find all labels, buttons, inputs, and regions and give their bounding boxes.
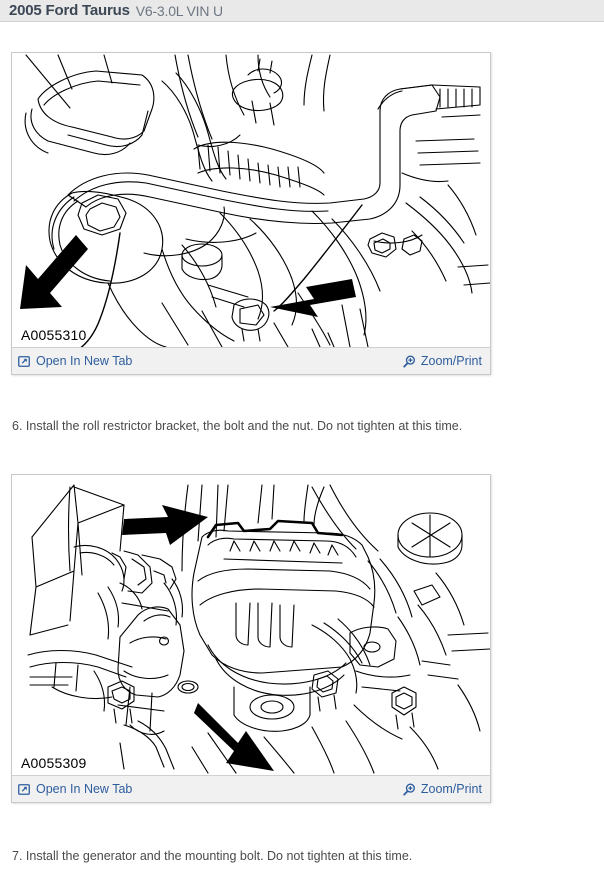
open-in-new-tab-icon <box>18 783 31 796</box>
figure-code-2: A0055309 <box>21 755 87 771</box>
vehicle-title: 2005 Ford Taurus <box>9 2 130 19</box>
figure-toolbar-2: Open In New Tab Zoom/Print <box>12 775 490 802</box>
vehicle-engine-label: V6-3.0L VIN U <box>135 2 223 19</box>
zoom-print-link-1[interactable]: Zoom/Print <box>403 355 482 368</box>
step-text-6: 6. Install the roll restrictor bracket, … <box>12 419 463 433</box>
open-in-new-tab-link-1[interactable]: Open In New Tab <box>18 355 132 368</box>
magnifier-plus-icon <box>403 355 416 368</box>
figure-toolbar-1: Open In New Tab Zoom/Print <box>12 347 490 374</box>
vehicle-header: 2005 Ford Taurus V6-3.0L VIN U <box>0 0 604 22</box>
open-in-new-tab-icon <box>18 355 31 368</box>
step-text-7: 7. Install the generator and the mountin… <box>12 849 413 863</box>
figure-panel-2: A0055309 Open In New Tab <box>11 474 491 803</box>
figure-image-2[interactable]: A0055309 <box>12 475 490 775</box>
figure-image-1[interactable]: A0055310 <box>12 53 490 347</box>
figure-code-1: A0055310 <box>21 327 87 343</box>
zoom-print-label-2: Zoom/Print <box>420 781 482 796</box>
magnifier-plus-icon <box>403 783 416 796</box>
open-in-new-tab-label-2: Open In New Tab <box>36 781 133 796</box>
open-in-new-tab-label-1: Open In New Tab <box>36 353 133 368</box>
callout-arrow <box>122 505 274 771</box>
roll-restrictor-bracket-illustration <box>20 54 490 347</box>
zoom-print-link-2[interactable]: Zoom/Print <box>403 783 482 796</box>
figure-panel-1: A0055310 Open In New Tab <box>11 52 491 375</box>
zoom-print-label-1: Zoom/Print <box>420 353 482 368</box>
open-in-new-tab-link-2[interactable]: Open In New Tab <box>18 783 132 796</box>
callout-arrow <box>20 235 356 317</box>
generator-mounting-illustration <box>27 484 490 774</box>
